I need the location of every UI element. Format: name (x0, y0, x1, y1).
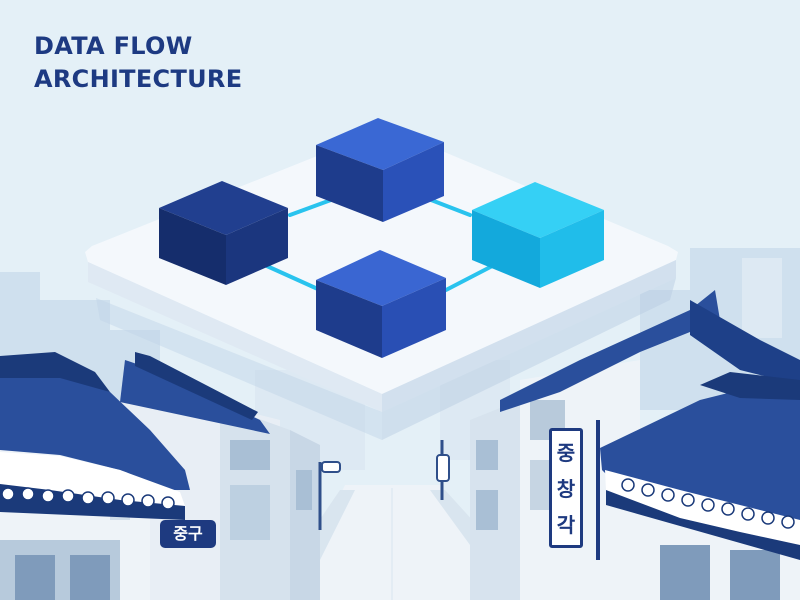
data-cube-right (472, 182, 604, 288)
data-cube-left (159, 181, 288, 285)
sign-char-1: 중 (556, 441, 576, 465)
title-line-1: DATA FLOW (34, 32, 193, 60)
sign-char-2: 창 (556, 477, 576, 501)
page-title: DATA FLOW ARCHITECTURE (34, 30, 242, 96)
data-cube-bottom (316, 250, 446, 358)
traditional-roof-left (0, 352, 270, 520)
street-lamp (318, 420, 600, 560)
street-sign-left: 중구 (160, 520, 216, 548)
sign-char-3: 각 (556, 513, 576, 537)
street-sign-right: 중 창 각 (549, 428, 583, 548)
traditional-roof-right (500, 290, 800, 560)
data-cube-top (316, 118, 444, 222)
title-line-2: ARCHITECTURE (34, 65, 243, 93)
